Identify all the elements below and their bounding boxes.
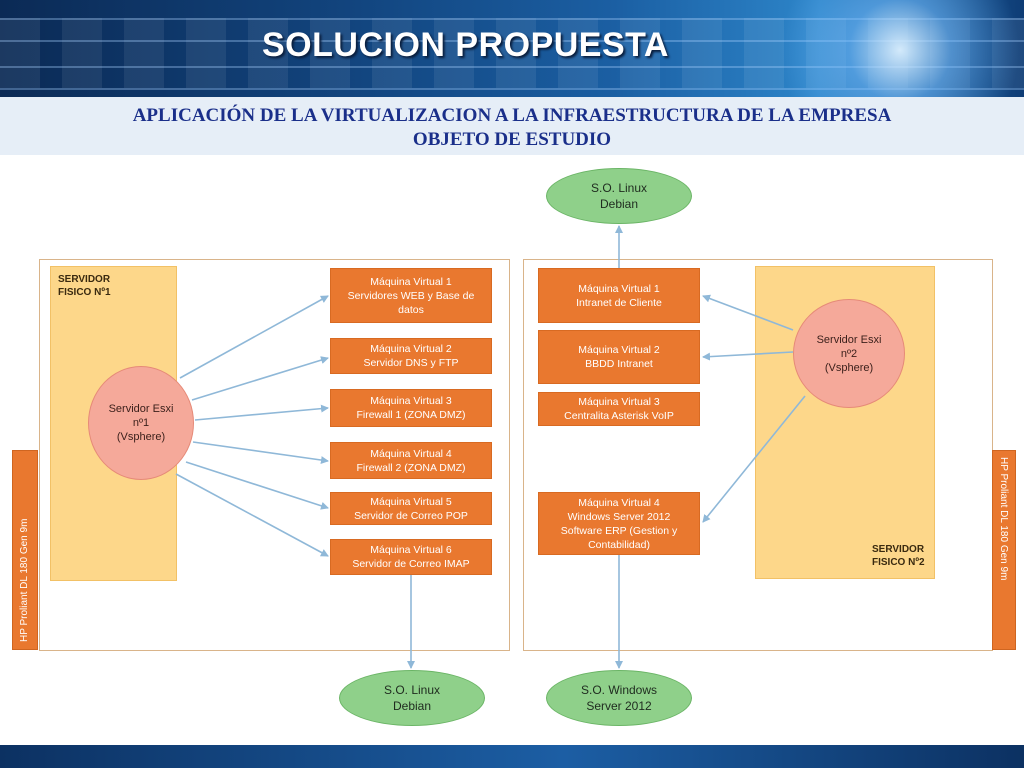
os-linux-top-node: S.O. Linux Debian [546, 168, 692, 224]
vm-text: Servidor de Correo IMAP [352, 558, 470, 570]
header-stripe [0, 66, 1024, 68]
vm-text: Máquina Virtual 1 [370, 275, 452, 288]
vm-text: Firewall 2 (ZONA DMZ) [356, 461, 466, 474]
vm-text: Firewall 1 (ZONA DMZ) [356, 409, 466, 421]
os-text: Server 2012 [586, 699, 652, 713]
vm2-box: Máquina Virtual 2 Servidor DNS y FTP [330, 338, 492, 374]
vm2-2-box: Máquina Virtual 2 BBDD Intranet [538, 330, 700, 384]
vm-text: BBDD Intranet [585, 358, 653, 370]
os-windows-node: S.O. Windows Server 2012 [546, 670, 692, 726]
vm6-box: Máquina Virtual 6 Servidor de Correo IMA… [330, 539, 492, 575]
os-text: S.O. Linux [590, 181, 648, 195]
vm-text: datos [398, 303, 424, 316]
server2-label-line: SERVIDOR [872, 544, 925, 555]
os-linux-bottom-node: S.O. Linux Debian [339, 670, 485, 726]
subtitle-line: APLICACIÓN DE LA VIRTUALIZACION A LA INF… [132, 105, 892, 126]
header-stripe [0, 40, 1024, 42]
esxi1-text: (Vsphere) [116, 431, 166, 443]
vm-text: Máquina Virtual 4 [578, 496, 660, 509]
vm-text: Máquina Virtual 2 [578, 344, 660, 356]
vm-text: Software ERP (Gestion y [560, 524, 678, 537]
slide-subtitle: APLICACIÓN DE LA VIRTUALIZACION A LA INF… [30, 104, 994, 152]
esxi2-node: Servidor Esxi nº2 (Vsphere) [793, 299, 905, 408]
vm2-1-box: Máquina Virtual 1 Intranet de Cliente [538, 268, 700, 323]
footer-bar [0, 745, 1024, 768]
vm-text: Máquina Virtual 2 [370, 343, 452, 355]
header-stripe [0, 88, 1024, 90]
vm1-box: Máquina Virtual 1 Servidores WEB y Base … [330, 268, 492, 323]
vm-text: Máquina Virtual 6 [370, 544, 452, 556]
server1-label-line: FISICO Nº1 [58, 287, 111, 298]
hp-server1-label: HP Proliant DL 180 Gen 9m [19, 518, 30, 642]
header-glow [770, 0, 1024, 97]
esxi2-text: (Vsphere) [824, 361, 874, 374]
subtitle-line: OBJETO DE ESTUDIO [412, 129, 612, 150]
vm-text: Servidores WEB y Base de [347, 289, 475, 302]
vm2-3-box: Máquina Virtual 3 Centralita Asterisk Vo… [538, 392, 700, 426]
vm-text: Máquina Virtual 3 [370, 395, 452, 407]
vm-text: Contabilidad) [588, 538, 650, 551]
vm5-box: Máquina Virtual 5 Servidor de Correo POP [330, 492, 492, 525]
vm4-box: Máquina Virtual 4 Firewall 2 (ZONA DMZ) [330, 442, 492, 479]
subtitle-bar [0, 97, 1024, 155]
esxi2-text: nº2 [840, 347, 858, 360]
vm-text: Servidor DNS y FTP [363, 357, 459, 369]
server2-label-line: FISICO Nº2 [872, 557, 925, 568]
esxi1-node: Servidor Esxi nº1 (Vsphere) [88, 366, 194, 480]
esxi1-text: nº1 [132, 417, 150, 429]
os-text: S.O. Linux [383, 683, 441, 697]
server1-label-line: SERVIDOR [58, 274, 111, 285]
hp-server2-label: HP Proliant DL 180 Gen 9m [998, 457, 1009, 581]
os-text: Debian [392, 699, 432, 713]
vm-text: Máquina Virtual 3 [578, 396, 660, 408]
os-text: S.O. Windows [580, 683, 658, 697]
hp-server2-bar [992, 450, 1016, 650]
server1-label: SERVIDOR FISICO Nº1 [58, 273, 111, 299]
vm-text: Máquina Virtual 4 [370, 447, 452, 460]
vm-text: Máquina Virtual 5 [370, 495, 452, 508]
vm-text: Centralita Asterisk VoIP [564, 410, 674, 422]
vm-text: Máquina Virtual 1 [578, 282, 660, 295]
esxi2-text: Servidor Esxi [816, 333, 882, 346]
server2-label: SERVIDOR FISICO Nº2 [872, 543, 925, 569]
esxi1-text: Servidor Esxi [108, 403, 174, 415]
vm-text: Servidor de Correo POP [354, 509, 468, 522]
hp-server1-bar [12, 450, 38, 650]
header-stripe [0, 18, 1024, 20]
header-banner [0, 0, 1024, 97]
vm-text: Intranet de Cliente [576, 296, 662, 309]
slide-title: SOLUCION PROPUESTA [262, 26, 669, 64]
vm-text: Windows Server 2012 [567, 510, 671, 523]
vm2-4-box: Máquina Virtual 4 Windows Server 2012 So… [538, 492, 700, 555]
os-text: Debian [599, 197, 639, 211]
vm3-box: Máquina Virtual 3 Firewall 1 (ZONA DMZ) [330, 389, 492, 427]
